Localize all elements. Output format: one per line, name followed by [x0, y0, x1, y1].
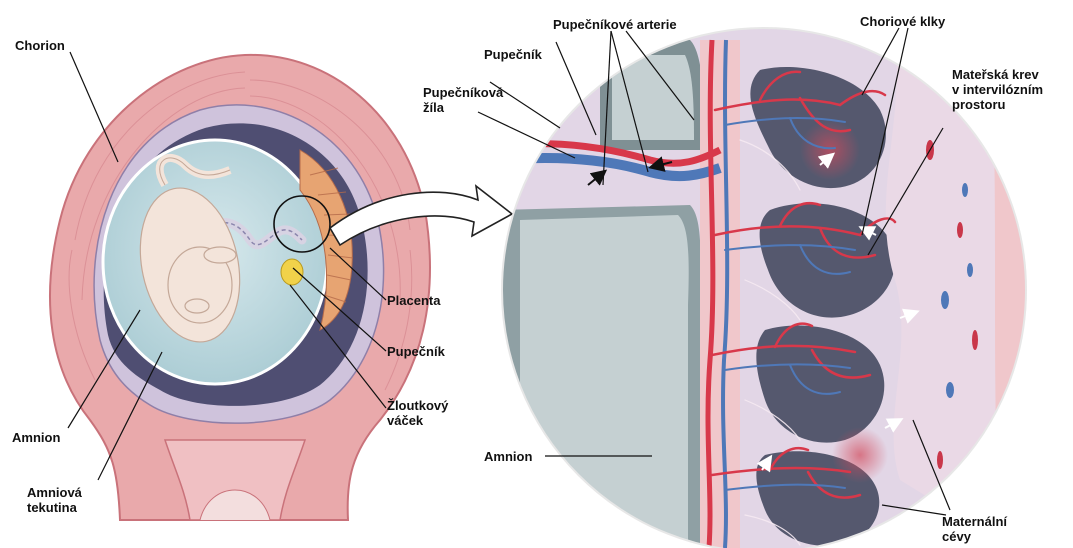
label-amniotic-fluid: Amniová tekutina: [27, 485, 82, 515]
label-umbilical-cord-right: Pupečník: [387, 344, 445, 359]
label-maternal-blood: Mateřská krev v intervilózním prostoru: [952, 67, 1043, 112]
label-amnion-left: Amnion: [12, 430, 60, 445]
label-maternal-vessels: Maternální cévy: [942, 514, 1007, 544]
label-umbilical-vein: Pupečníková žíla: [423, 85, 503, 115]
label-umbilical-arteries: Pupečníkové arterie: [553, 17, 677, 32]
label-placenta: Placenta: [387, 293, 440, 308]
label-umbilical-cord-top: Pupečník: [484, 47, 542, 62]
magnified-placenta: [500, 20, 1030, 548]
yolk-sac: [281, 259, 303, 285]
label-chorionic-villi: Choriové klky: [860, 14, 945, 29]
label-amnion-center: Amnion: [484, 449, 532, 464]
label-chorion: Chorion: [15, 38, 65, 53]
label-yolk-sac: Žloutkový váček: [387, 398, 448, 428]
